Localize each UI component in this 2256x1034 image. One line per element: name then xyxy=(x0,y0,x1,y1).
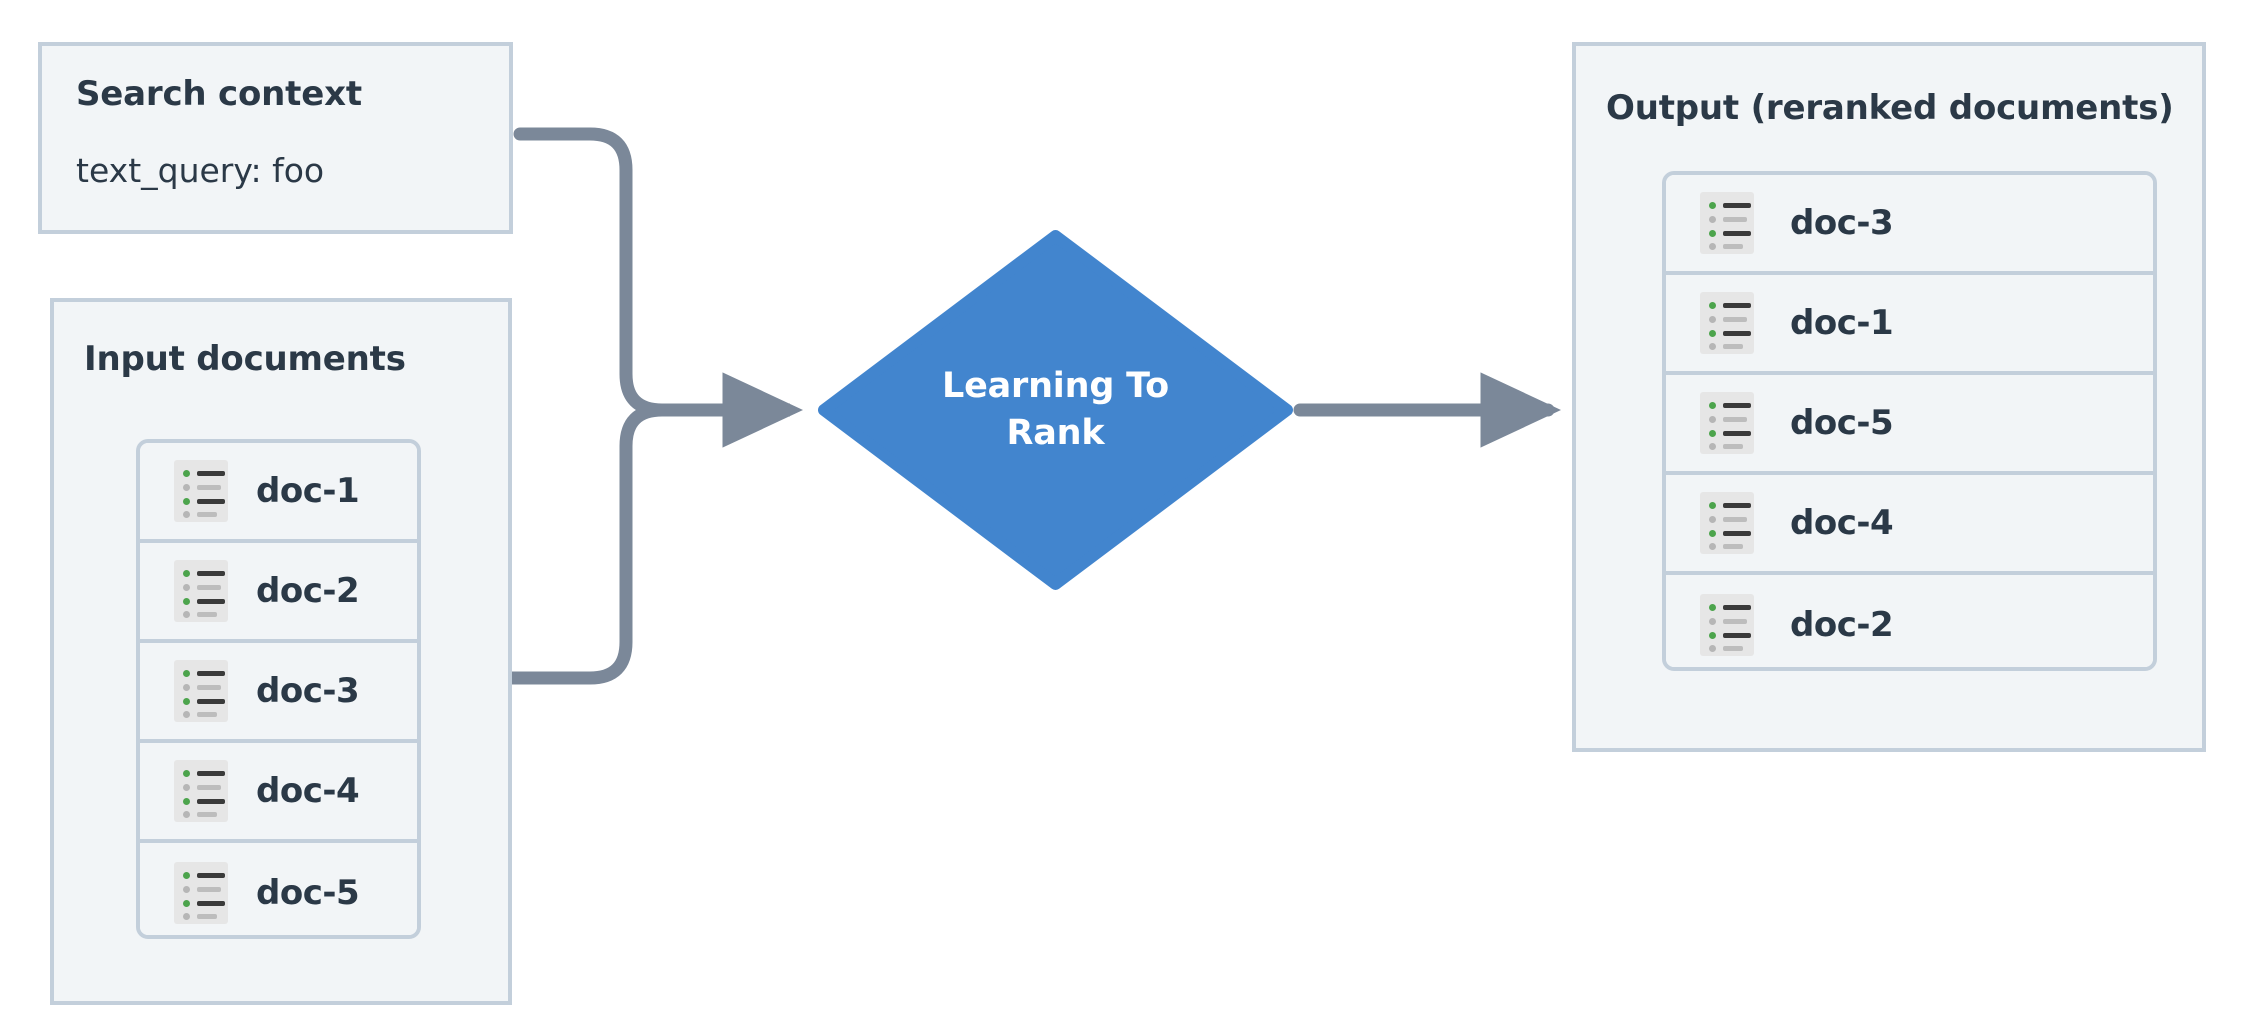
document-list-icon xyxy=(1700,594,1754,656)
document-list-icon xyxy=(1700,192,1754,254)
document-label: doc-1 xyxy=(1790,303,1894,343)
search-context-panel: Search context text_query: foo xyxy=(38,42,513,234)
input-documents-panel: Input documents doc-1 doc-2 xyxy=(50,298,512,1005)
document-label: doc-5 xyxy=(256,873,360,913)
input-document-list: doc-1 doc-2 doc-3 xyxy=(136,439,421,939)
list-item[interactable]: doc-5 xyxy=(140,843,417,935)
document-list-icon xyxy=(174,862,228,924)
document-list-icon xyxy=(1700,492,1754,554)
list-item[interactable]: doc-4 xyxy=(1666,475,2153,575)
search-context-title: Search context xyxy=(76,74,362,114)
output-document-list: doc-3 doc-1 doc-5 xyxy=(1662,171,2157,671)
list-item[interactable]: doc-2 xyxy=(140,543,417,643)
list-item[interactable]: doc-2 xyxy=(1666,575,2153,667)
search-context-query-text: text_query: foo xyxy=(76,151,325,190)
document-list-icon xyxy=(174,760,228,822)
document-label: doc-3 xyxy=(256,671,360,711)
document-list-icon xyxy=(1700,292,1754,354)
document-label: doc-1 xyxy=(256,471,360,511)
list-item[interactable]: doc-5 xyxy=(1666,375,2153,475)
document-label: doc-2 xyxy=(256,571,360,611)
document-label: doc-4 xyxy=(256,771,360,811)
list-item[interactable]: doc-1 xyxy=(1666,275,2153,375)
document-list-icon xyxy=(174,560,228,622)
learning-to-rank-node[interactable]: Learning To Rank xyxy=(818,230,1293,590)
list-item[interactable]: doc-4 xyxy=(140,743,417,843)
output-documents-panel: Output (reranked documents) doc-3 xyxy=(1572,42,2206,752)
document-label: doc-4 xyxy=(1790,503,1894,543)
document-label: doc-2 xyxy=(1790,605,1894,645)
input-documents-title: Input documents xyxy=(84,339,406,379)
list-item[interactable]: doc-1 xyxy=(140,443,417,543)
document-label: doc-5 xyxy=(1790,403,1894,443)
document-list-icon xyxy=(174,460,228,522)
document-label: doc-3 xyxy=(1790,203,1894,243)
document-list-icon xyxy=(1700,392,1754,454)
output-panel-title: Output (reranked documents) xyxy=(1606,88,2174,128)
document-list-icon xyxy=(174,660,228,722)
list-item[interactable]: doc-3 xyxy=(140,643,417,743)
connector-search-context-to-ltr xyxy=(513,127,707,417)
list-item[interactable]: doc-3 xyxy=(1666,175,2153,275)
connector-input-documents-to-ltr xyxy=(505,403,707,685)
diamond-shape xyxy=(818,230,1293,590)
